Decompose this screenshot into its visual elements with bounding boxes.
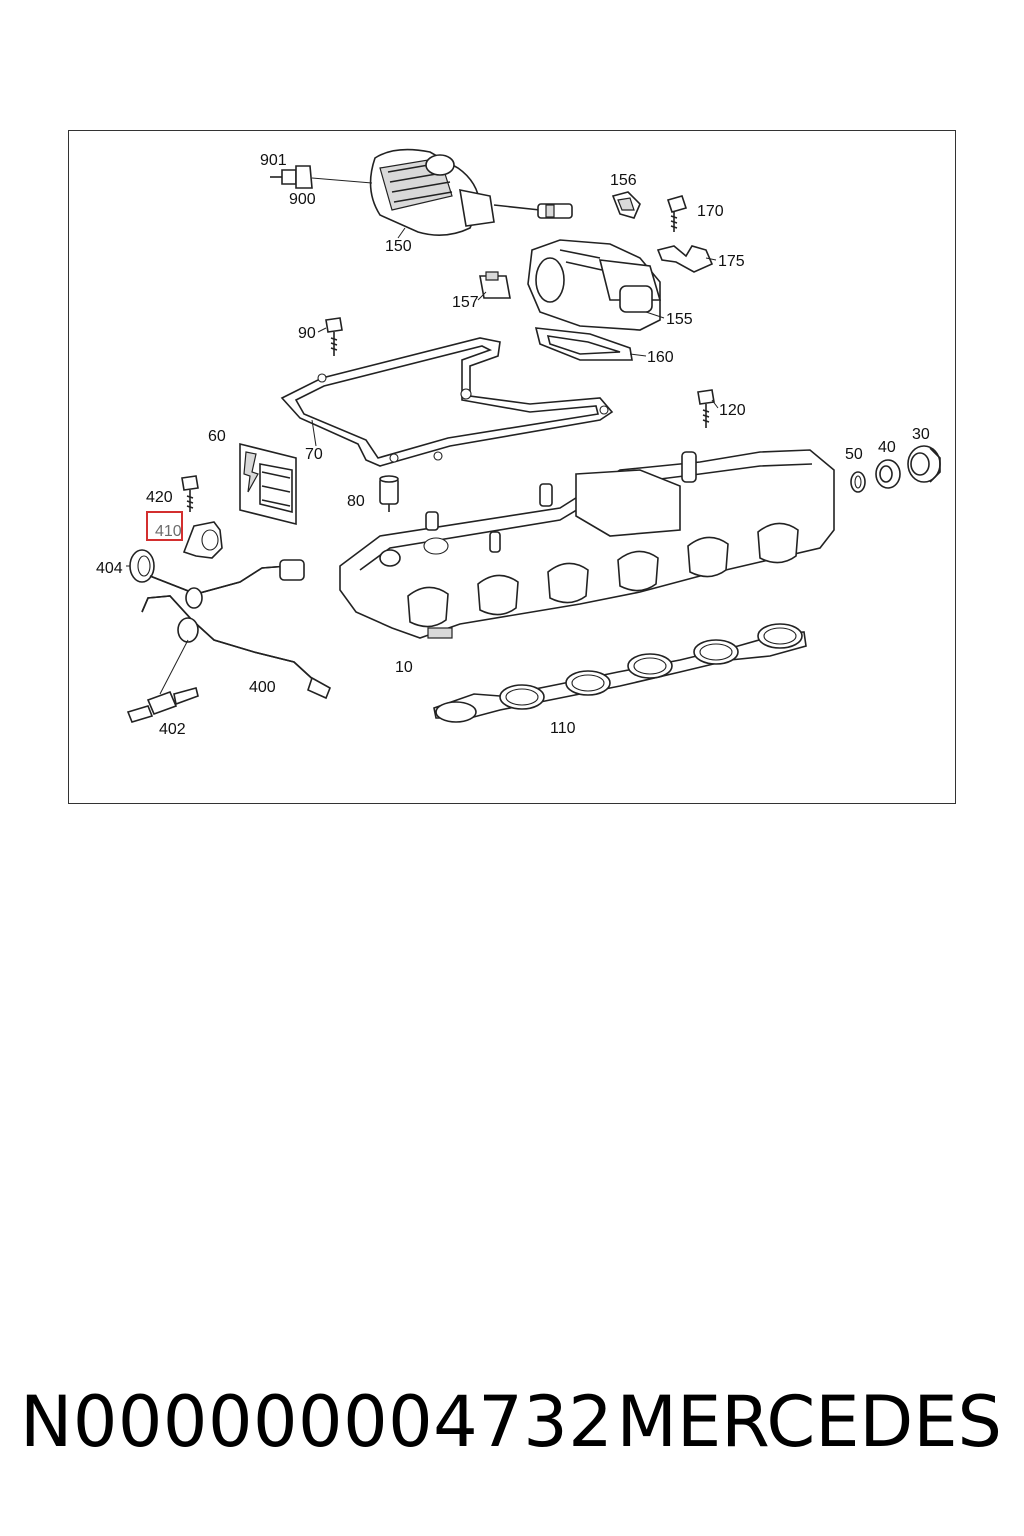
part-50-ring [850,471,866,493]
brand-name: MERCEDES [616,1381,1002,1463]
part-150-actuator [369,148,573,236]
callout-110: 110 [550,720,576,737]
part-156-clip [611,191,641,219]
part-number: N000000004732 [20,1381,614,1463]
callout-157: 157 [452,294,479,311]
part-110-intake-gasket [433,623,807,723]
callout-175: 175 [718,253,745,270]
part-900-901-fitting [270,165,373,189]
callout-50: 50 [845,446,863,463]
part-157-connector [479,271,511,299]
exploded-parts-diagram: 901 900 150 156 170 175 157 155 90 160 1… [96,148,941,738]
callout-900: 900 [289,191,316,208]
part-420-bolt [181,475,199,512]
part-160-gasket [534,327,633,361]
callout-90: 90 [298,325,316,342]
callout-60: 60 [208,428,226,445]
part-402-sensor [126,687,199,723]
part-40-ring [875,459,901,489]
leader-157 [477,291,487,301]
callout-30: 30 [912,426,930,443]
callout-400: 400 [249,679,276,696]
leader-150 [397,227,406,239]
leader-90 [317,327,327,333]
part-90-bolt [325,317,343,356]
callout-402: 402 [159,721,186,738]
part-155-actuator-motor [527,239,662,331]
callout-156: 156 [610,172,637,189]
callout-80: 80 [347,493,365,510]
part-70-frame-gasket [280,337,614,467]
callout-10: 10 [395,659,413,676]
highlight-box-410[interactable] [146,511,183,541]
callout-170: 170 [697,203,724,220]
callout-410[interactable]: 410 [155,523,182,540]
callout-155: 155 [666,311,693,328]
callout-150: 150 [385,238,412,255]
part-170-bolt [666,195,688,232]
part-10-intake-manifold [339,449,835,639]
callout-160: 160 [647,349,674,366]
footer: N000000004732 MERCEDES [0,1372,1024,1472]
callout-404: 404 [96,560,123,577]
part-120-bolt [697,389,715,428]
leader-175 [705,257,717,261]
parts-diagram-frame [68,130,956,804]
part-410-clamp [182,521,223,559]
callout-420: 420 [146,489,173,506]
part-400-pipe [141,559,332,700]
part-60-label [239,442,297,526]
part-80-spacer [379,475,399,512]
part-404-grommet [129,549,155,583]
leader-160 [629,353,647,357]
callout-901: 901 [260,152,287,169]
part-30-flange [907,445,941,483]
leader-70 [311,419,317,447]
leader-120 [711,399,719,409]
callout-40: 40 [878,439,896,456]
callout-70: 70 [305,446,323,463]
part-175-bracket [656,245,714,273]
leader-155 [645,311,665,319]
callout-120: 120 [719,402,746,419]
